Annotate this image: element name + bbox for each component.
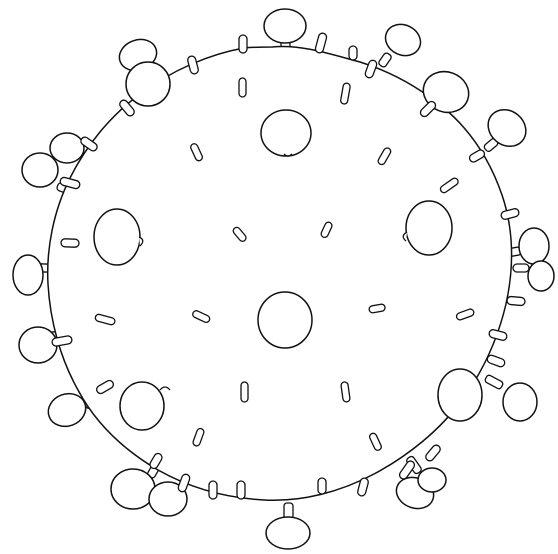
spike-head [266,517,310,549]
spike-head [111,469,155,509]
spike-head [528,261,554,291]
surface-spot [261,110,311,156]
spike-head [438,369,482,421]
surface-spot [94,209,140,265]
surface-spot [120,382,164,430]
spike-head [264,9,306,43]
spike-head [126,62,170,106]
spike-head [519,228,549,264]
surface-spot [258,292,312,348]
surface-spot [406,201,452,255]
spike-head [22,153,58,187]
spike-head [19,327,57,363]
spike-head [418,468,446,492]
spike-head [13,255,43,295]
spike-head [503,383,537,421]
spike-head [50,133,84,163]
